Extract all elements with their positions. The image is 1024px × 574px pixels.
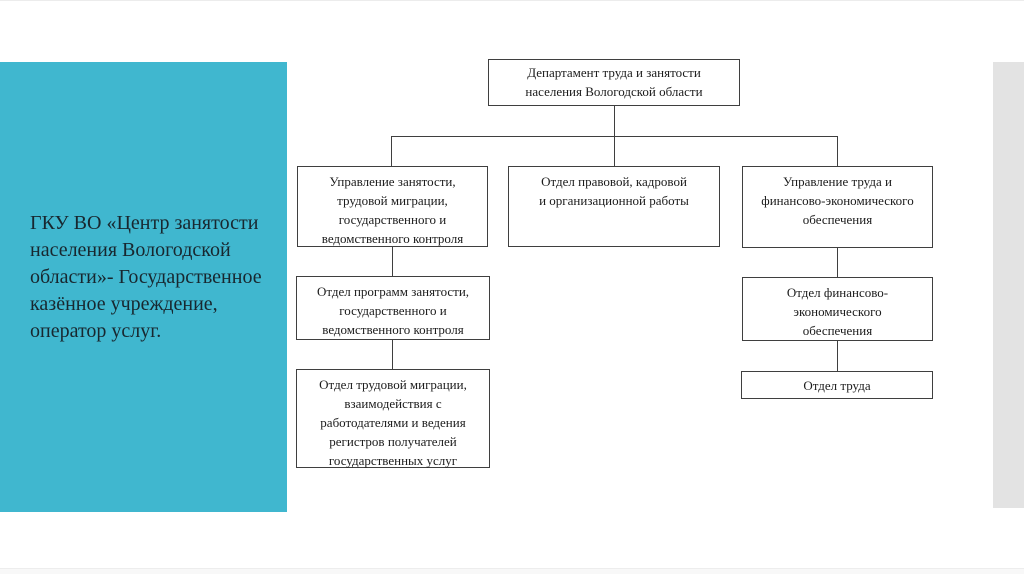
connector-line [614,106,615,136]
org-node-employment-administration: Управление занятости,трудовой миграции,г… [297,166,488,247]
connector-line [392,340,393,369]
top-edge-divider [0,0,1024,1]
connector-line [392,247,393,276]
connector-line [391,136,392,166]
org-node-employment-programs-unit: Отдел программ занятости,государственног… [296,276,490,340]
connector-line [837,136,838,166]
org-node-labor-unit: Отдел труда [741,371,933,399]
sidebar-accent-panel [0,62,287,512]
connector-line [837,248,838,277]
connector-line [837,341,838,371]
right-edge-panel [993,62,1024,508]
org-node-labor-migration-unit: Отдел трудовой миграции,взаимодействия с… [296,369,490,468]
connector-line [614,136,615,166]
bottom-edge-strip [0,568,1024,574]
